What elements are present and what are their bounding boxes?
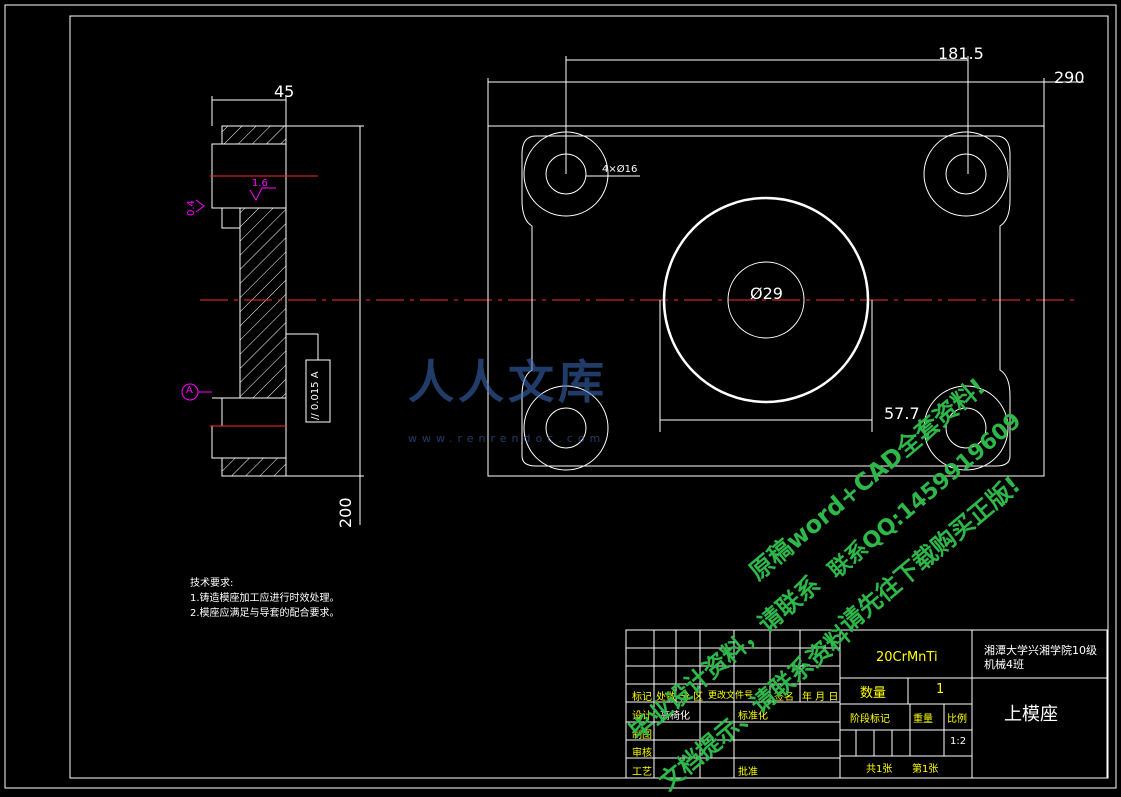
- roughness-2: 0.4: [186, 200, 197, 216]
- dim-offset: 57.7: [884, 404, 920, 423]
- dim-hole-spacing: 181.5: [938, 44, 984, 63]
- weight-label: 重量: [913, 714, 933, 725]
- title-block: [625, 629, 1108, 779]
- datum-label: A: [186, 385, 193, 396]
- watermark-url: www.renrendoc.com: [408, 432, 606, 445]
- material: 20CrMnTi: [876, 650, 938, 665]
- design-name: 高椅化: [660, 711, 690, 722]
- rev-header-5: 签名: [774, 692, 794, 703]
- dim-top-width: 290: [1054, 68, 1085, 87]
- sheet-count: 共1张: [866, 764, 893, 775]
- review-label: 审核: [632, 748, 652, 759]
- side-view: [211, 96, 364, 525]
- watermark-brand: 人人文库: [408, 355, 608, 409]
- class-name: 机械4班: [984, 658, 1024, 671]
- drawing-border: [4, 4, 1117, 789]
- process-label: 工艺: [632, 767, 652, 778]
- dim-side-height: 200: [336, 497, 355, 528]
- approve-label: 批准: [738, 767, 758, 778]
- dim-side-width: 45: [274, 82, 295, 101]
- dim-hole-callout: 4×Ø16: [602, 164, 638, 175]
- tolerance-frame: // 0.015 A: [310, 371, 321, 420]
- roughness-1: 1.6: [252, 178, 268, 189]
- sheet-number: 第1张: [912, 764, 939, 775]
- tech-req-title: 技术要求:: [190, 578, 234, 589]
- stage-label: 阶段标记: [850, 714, 890, 725]
- rev-header-6: 年 月 日: [802, 692, 839, 703]
- scale-value: 1:2: [950, 736, 967, 747]
- rev-header-4: 更改文件号: [708, 691, 754, 701]
- school-name: 湘潭大学兴湘学院10级: [984, 644, 1097, 657]
- frame-border: [69, 15, 1109, 779]
- design-std: 标准化: [738, 711, 768, 722]
- tech-req-item-1: 1.铸造模座加工应进行时效处理。: [190, 593, 340, 604]
- rev-header-3: 分 区: [680, 692, 704, 703]
- drawing-label: 制图: [632, 730, 652, 741]
- rev-header-2: 处数: [656, 692, 676, 703]
- top-view: [487, 56, 1084, 477]
- part-name: 上模座: [1004, 704, 1058, 725]
- design-label: 设计: [632, 711, 652, 722]
- quantity-label: 数量: [860, 686, 887, 701]
- tech-req-item-2: 2.模座应满足与导套的配合要求。: [190, 608, 340, 619]
- dim-bore: Ø29: [750, 284, 783, 303]
- scale-label: 比例: [947, 714, 967, 725]
- rev-header-1: 标记: [632, 692, 652, 703]
- quantity-value: 1: [936, 682, 945, 697]
